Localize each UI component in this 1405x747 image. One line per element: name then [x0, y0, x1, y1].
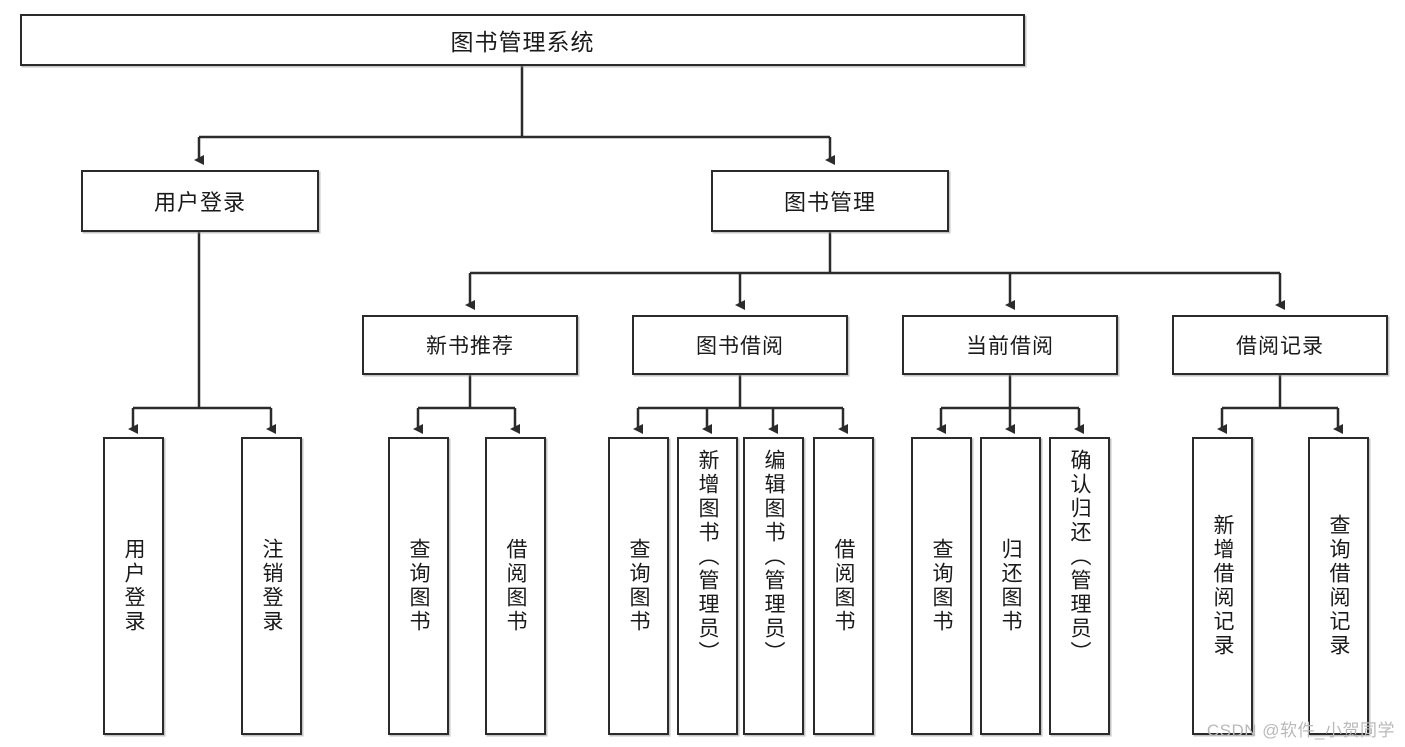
node-label: 查询借阅记录 [1327, 514, 1350, 658]
node-user-login[interactable]: 用户登录 [81, 170, 319, 232]
node-leaf-logout[interactable]: 注销登录 [241, 437, 302, 735]
node-label: 查询图书 [627, 538, 650, 634]
node-label: 图书借阅 [696, 335, 784, 358]
node-label: 借阅图书 [504, 538, 527, 634]
node-leaf-return-book[interactable]: 归还图书 [980, 437, 1041, 735]
node-label: 新书推荐 [426, 335, 514, 358]
node-leaf-query-book-borrow[interactable]: 查询图书 [608, 437, 669, 735]
node-book-management[interactable]: 图书管理 [711, 170, 949, 232]
node-current-borrow[interactable]: 当前借阅 [902, 315, 1118, 375]
watermark-text: CSDN @软件_小贺同学 [1206, 721, 1395, 740]
node-label: 注销登录 [260, 538, 283, 634]
node-label: 用户登录 [153, 190, 246, 215]
node-label: 图书管理 [783, 190, 876, 215]
node-leaf-confirm-return[interactable]: 确认归还（管理员） [1049, 437, 1110, 735]
node-leaf-borrow-book-recommend[interactable]: 借阅图书 [485, 437, 546, 735]
node-label: 新增借阅记录 [1211, 514, 1234, 658]
node-new-book-recommend[interactable]: 新书推荐 [362, 315, 578, 375]
node-book-borrow[interactable]: 图书借阅 [632, 315, 848, 375]
node-label: 借阅图书 [832, 538, 855, 634]
node-leaf-add-book[interactable]: 新增图书（管理员） [677, 437, 738, 735]
node-label: 当前借阅 [966, 335, 1054, 358]
node-borrow-record[interactable]: 借阅记录 [1172, 315, 1388, 375]
node-leaf-query-book-recommend[interactable]: 查询图书 [388, 437, 449, 735]
node-leaf-query-book-current[interactable]: 查询图书 [911, 437, 972, 735]
node-leaf-edit-book[interactable]: 编辑图书（管理员） [743, 437, 804, 735]
node-label: 查询图书 [930, 538, 953, 634]
node-leaf-borrow-book[interactable]: 借阅图书 [813, 437, 874, 735]
node-label: 归还图书 [999, 538, 1022, 634]
node-label: 新增图书（管理员） [696, 449, 719, 665]
node-leaf-user-login[interactable]: 用户登录 [103, 437, 164, 735]
node-label: 图书管理系统 [450, 29, 595, 55]
node-label: 编辑图书（管理员） [762, 449, 785, 665]
node-leaf-query-borrow-record[interactable]: 查询借阅记录 [1308, 437, 1369, 735]
node-label: 借阅记录 [1236, 335, 1324, 358]
node-leaf-add-borrow-record[interactable]: 新增借阅记录 [1192, 437, 1253, 735]
node-root-library-system[interactable]: 图书管理系统 [20, 14, 1025, 66]
node-label: 查询图书 [407, 538, 430, 634]
node-label: 确认归还（管理员） [1068, 449, 1091, 665]
node-label: 用户登录 [122, 538, 145, 634]
